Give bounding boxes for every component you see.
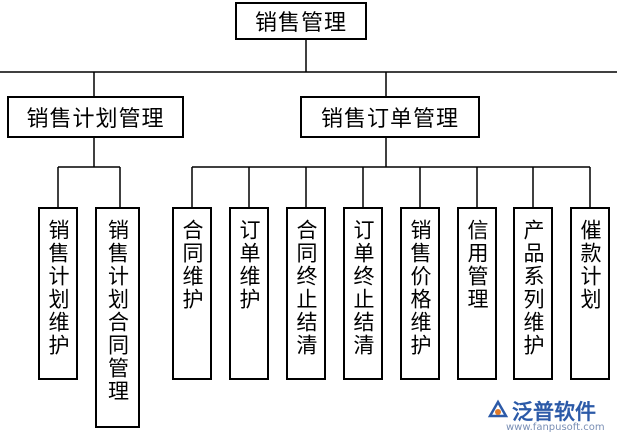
leaf-node-label: 销售计划合同管理 <box>105 219 130 403</box>
leaf-node-label: 销售计划维护 <box>46 219 70 357</box>
leaf-node: 产品系列维护 <box>513 207 553 380</box>
watermark-url: www.fanpusoft.com <box>506 422 605 433</box>
leaf-node: 销售计划合同管理 <box>95 207 140 428</box>
leaf-node-label: 产品系列维护 <box>521 219 545 357</box>
leaf-node: 合同终止结清 <box>286 207 326 380</box>
leaf-node-label: 合同维护 <box>180 219 204 311</box>
leaf-node-label: 订单维护 <box>237 219 261 311</box>
root-node: 销售管理 <box>235 2 367 40</box>
leaf-node-label: 催款计划 <box>578 219 602 311</box>
leaf-node: 订单终止结清 <box>343 207 383 380</box>
leaf-node-label: 销售价格维护 <box>408 219 432 357</box>
group-node-label: 销售订单管理 <box>320 107 459 132</box>
watermark-brand: 泛普软件 <box>512 400 596 424</box>
leaf-node-label: 订单终止结清 <box>351 219 375 357</box>
leaf-node: 销售计划维护 <box>38 207 78 380</box>
leaf-node-label: 合同终止结清 <box>294 219 318 357</box>
leaf-node: 催款计划 <box>570 207 610 380</box>
watermark-logo: 泛普软件 www.fanpusoft.com <box>486 394 614 440</box>
leaf-node: 销售价格维护 <box>400 207 440 380</box>
fanpu-logo-icon <box>487 399 509 418</box>
group-node-label: 销售计划管理 <box>26 107 165 132</box>
leaf-node: 订单维护 <box>229 207 269 380</box>
leaf-node-label: 信用管理 <box>465 219 489 311</box>
leaf-node: 合同维护 <box>172 207 212 380</box>
root-node-label: 销售管理 <box>254 11 347 36</box>
group-node-sales-order: 销售订单管理 <box>300 96 480 138</box>
leaf-node: 信用管理 <box>457 207 497 380</box>
group-node-sales-plan: 销售计划管理 <box>7 96 184 138</box>
